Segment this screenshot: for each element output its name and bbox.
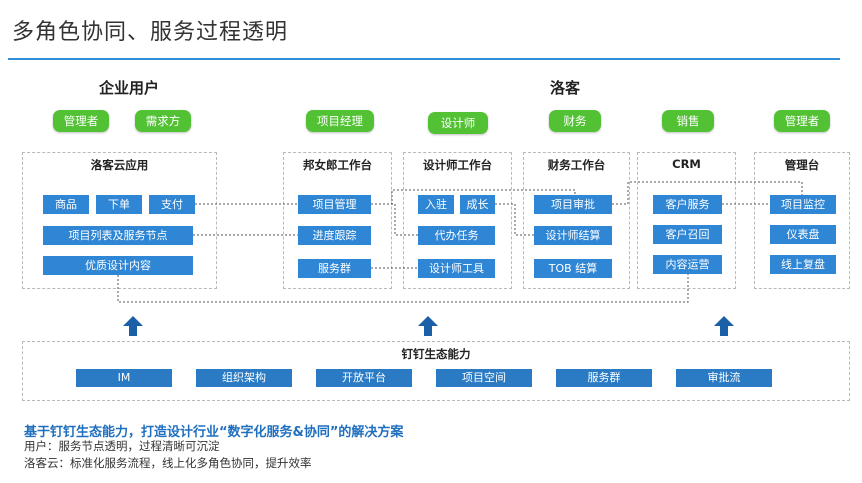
title-divider <box>8 58 840 60</box>
role-demand-side: 需求方 <box>135 110 191 132</box>
btn-designer-settlement[interactable]: 设计师结算 <box>534 226 612 245</box>
role-manager-right: 管理者 <box>774 110 830 132</box>
panel-title-luoke-cloud-app: 洛客云应用 <box>90 158 149 172</box>
btn-order[interactable]: 下单 <box>96 195 142 214</box>
btn-onboard[interactable]: 入驻 <box>418 195 454 214</box>
panel-title-finance-workbench: 财务工作台 <box>547 158 606 172</box>
role-finance: 财务 <box>549 110 601 132</box>
btn-dashboard[interactable]: 仪表盘 <box>770 225 836 244</box>
panel-finance-workbench <box>523 152 630 289</box>
btn-progress-tracking[interactable]: 进度跟踪 <box>298 226 371 245</box>
btn-content-operation[interactable]: 内容运营 <box>653 255 722 274</box>
btn-project-management[interactable]: 项目管理 <box>298 195 371 214</box>
btn-pay[interactable]: 支付 <box>149 195 195 214</box>
cap-open-platform[interactable]: 开放平台 <box>316 369 412 387</box>
panel-title-crm: CRM <box>672 157 701 171</box>
up-arrow-icon <box>418 316 438 336</box>
panel-title-designer-workbench: 设计师工作台 <box>423 158 492 172</box>
panel-designer-workbench <box>403 152 512 289</box>
cap-service-group[interactable]: 服务群 <box>556 369 652 387</box>
btn-project-list-nodes[interactable]: 项目列表及服务节点 <box>43 226 193 245</box>
cap-org-structure[interactable]: 组织架构 <box>196 369 292 387</box>
up-arrow-icon <box>714 316 734 336</box>
up-arrow-icon <box>123 316 143 336</box>
panel-luoke-cloud-app <box>22 152 217 289</box>
btn-project-monitor[interactable]: 项目监控 <box>770 195 836 214</box>
btn-service-group[interactable]: 服务群 <box>298 259 371 278</box>
btn-growth[interactable]: 成长 <box>460 195 495 214</box>
solution-headline: 基于钉钉生态能力，打造设计行业“数字化服务&协同”的解决方案 <box>24 425 404 440</box>
btn-online-review[interactable]: 线上复盘 <box>770 255 836 274</box>
panel-title-admin-console: 管理台 <box>784 158 820 172</box>
user-benefit-text: 用户：服务节点透明，过程清晰可沉淀 <box>24 439 220 453</box>
role-manager-left: 管理者 <box>53 110 109 132</box>
panel-title-bnl-workbench: 邦女郎工作台 <box>303 158 372 172</box>
btn-designer-tools[interactable]: 设计师工具 <box>418 259 495 278</box>
panel-crm <box>637 152 736 289</box>
btn-quality-design-content[interactable]: 优质设计内容 <box>43 256 193 275</box>
cap-project-space[interactable]: 项目空间 <box>436 369 532 387</box>
panel-dingtalk-ecosystem <box>22 341 850 401</box>
role-project-manager: 项目经理 <box>306 110 374 132</box>
panel-bnl-workbench <box>283 152 392 289</box>
group-luoke: 洛客 <box>550 79 581 97</box>
btn-product[interactable]: 商品 <box>43 195 89 214</box>
dingtalk-title: 钉钉生态能力 <box>401 347 471 361</box>
btn-todo-tasks[interactable]: 代办任务 <box>418 226 495 245</box>
panel-admin-console <box>754 152 850 289</box>
luoke-benefit-text: 洛客云：标准化服务流程，线上化多角色协同，提升效率 <box>24 456 312 470</box>
btn-customer-service[interactable]: 客户服务 <box>653 195 722 214</box>
page-title: 多角色协同、服务过程透明 <box>12 20 289 45</box>
cap-approval-flow[interactable]: 审批流 <box>676 369 772 387</box>
group-enterprise-users: 企业用户 <box>99 79 160 97</box>
role-sales: 销售 <box>662 110 714 132</box>
btn-tob-settlement[interactable]: TOB 结算 <box>534 259 612 278</box>
cap-im[interactable]: IM <box>76 369 172 387</box>
role-designer: 设计师 <box>428 112 488 134</box>
btn-project-approval[interactable]: 项目审批 <box>534 195 612 214</box>
btn-customer-recall[interactable]: 客户召回 <box>653 225 722 244</box>
